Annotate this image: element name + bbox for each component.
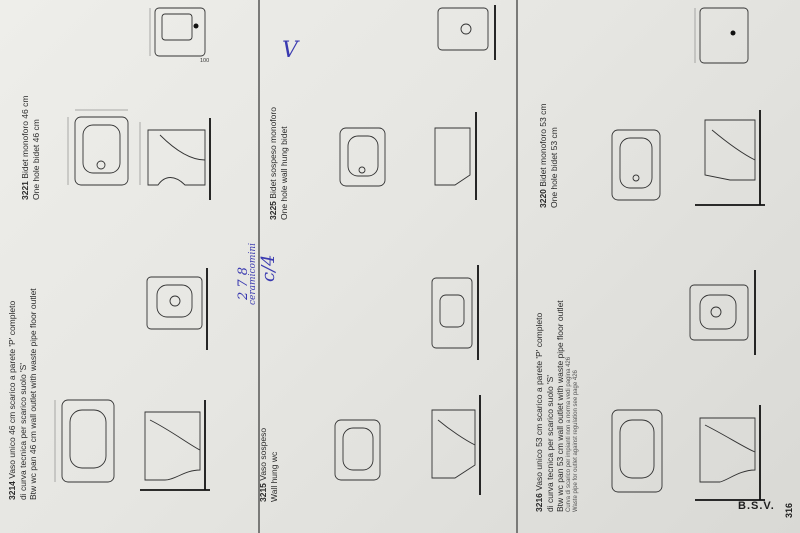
handwritten-check: V — [282, 38, 298, 63]
product-code: 3216 — [534, 493, 544, 512]
drawing-3221-top-view: 100 — [149, 7, 209, 64]
drawing-3220-top-view — [694, 7, 749, 64]
caption-line: Vaso sospeso — [258, 427, 268, 484]
caption-line: di curva tecnica per scarico suolo 'S' — [17, 363, 28, 500]
drawing-3220-plan — [611, 129, 661, 201]
page-number: 316 — [784, 502, 794, 518]
drawing-3215-plan — [334, 419, 381, 481]
caption-line: Vaso unico 53 cm scarico a parete 'P' co… — [534, 312, 544, 494]
drawing-3221-plan — [67, 109, 129, 186]
drawing-3215-top-view — [146, 268, 208, 350]
caption-3216: 3216 Vaso unico 53 cm scarico a parete '… — [534, 300, 581, 512]
caption-3215: 3215 Vaso sospeso Wall hung wc — [258, 428, 279, 502]
product-code: 3221 — [20, 181, 30, 200]
caption-line: One hole bidet 46 cm — [30, 119, 41, 200]
caption-line: Btw wc pan 46 cm wall outlet with waste … — [28, 288, 38, 500]
caption-line: Wall hung wc — [268, 451, 279, 502]
drawing-3221-side — [139, 118, 211, 200]
drawing-3215-wall-view — [431, 265, 479, 360]
caption-3221: 3221 Bidet monoforo 46 cm One hole bidet… — [20, 96, 41, 200]
handwritten-fraction: c/4 — [258, 254, 279, 282]
column-divider-2 — [516, 0, 518, 533]
caption-line: Bidet sospeso monoforo — [268, 107, 278, 202]
caption-line: Bidet monoforo 53 cm — [538, 103, 548, 190]
brand-mark: B.S.V. — [738, 500, 775, 512]
drawing-3225-plan — [339, 127, 386, 187]
drawing-3214-plan — [54, 399, 115, 483]
caption-3214: 3214 Vaso unico 46 cm scarico a parete '… — [7, 288, 39, 500]
caption-3225: 3225 Bidet sospeso monoforo One hole wal… — [268, 107, 289, 220]
product-code: 3215 — [258, 483, 268, 502]
caption-line: Vaso unico 46 cm scarico a parete 'P' co… — [7, 300, 17, 482]
handwritten-word: ceramicomini — [248, 243, 258, 305]
drawing-3225-side — [434, 112, 477, 200]
product-code: 3225 — [268, 201, 278, 220]
caption-line: One hole bidet 53 cm — [548, 127, 559, 208]
drawing-3214-side — [140, 400, 210, 491]
caption-line: Btw wc pan 53 cm wall outlet with waste … — [555, 300, 565, 512]
drawing-3216-side — [695, 405, 765, 501]
caption-3220: 3220 Bidet monoforo 53 cm One hole bidet… — [538, 104, 559, 208]
drawing-3216-top-view — [689, 270, 756, 355]
product-code: 3214 — [7, 481, 17, 500]
drawing-3225-top-view — [437, 5, 496, 60]
caption-line: di curva tecnica per scarico suolo 'S' — [544, 375, 555, 512]
product-code: 3220 — [538, 189, 548, 208]
drawing-3216-plan — [611, 409, 663, 493]
caption-note: Waste pipe for outlet against regulation… — [573, 370, 579, 512]
caption-line: Bidet monoforo 46 cm — [20, 95, 30, 182]
drawing-3215-side — [431, 395, 481, 495]
caption-note: Curva di scarico per impianti non a norm… — [565, 356, 572, 512]
drawing-3220-side — [695, 110, 765, 206]
dim-label: 100 — [200, 58, 209, 64]
column-divider-1 — [258, 0, 260, 533]
caption-line: One hole wall hung bidet — [278, 126, 289, 220]
